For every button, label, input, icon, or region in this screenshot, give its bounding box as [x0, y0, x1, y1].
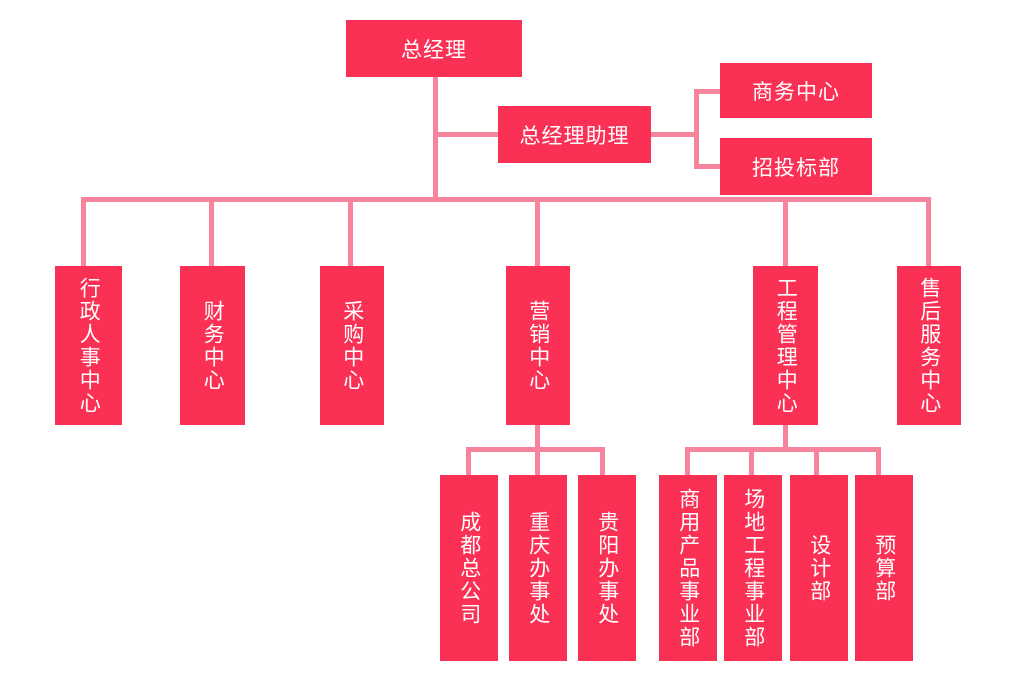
- node-budget-dept[interactable]: 预算部: [855, 475, 913, 661]
- connector-drop-admin-hr: [81, 197, 86, 267]
- connector-drop-engineering: [783, 197, 788, 267]
- connector-drop-guiyang: [600, 447, 605, 477]
- node-purchasing-center[interactable]: 采购中心: [320, 266, 384, 425]
- node-general-manager[interactable]: 总经理: [346, 20, 522, 77]
- node-gm-assistant[interactable]: 总经理助理: [498, 106, 651, 163]
- connector-engineering-bar: [685, 447, 881, 452]
- node-aftersales-center[interactable]: 售后服务中心: [897, 266, 961, 425]
- node-admin-hr-center[interactable]: 行政人事中心: [55, 266, 122, 425]
- connector-gm-to-assistant: [437, 132, 499, 137]
- connector-engineering-stem: [783, 424, 788, 450]
- connector-drop-chongqing: [535, 447, 540, 477]
- connector-drop-purchasing: [348, 197, 353, 267]
- connector-marketing-stem: [535, 424, 540, 450]
- connector-drop-marketing: [535, 197, 540, 267]
- connector-assistant-out: [650, 132, 698, 137]
- connector-bracket-to-business-center: [694, 89, 724, 94]
- connector-drop-finance: [209, 197, 214, 267]
- node-chongqing-office[interactable]: 重庆办事处: [509, 475, 567, 661]
- node-business-center[interactable]: 商务中心: [720, 63, 872, 118]
- connector-drop-commercial-product: [685, 447, 690, 477]
- node-site-engineering-div[interactable]: 场地工程事业部: [724, 475, 782, 661]
- connector-assistant-bracket: [694, 89, 699, 169]
- connector-gm-stem: [433, 76, 438, 199]
- node-bidding-dept[interactable]: 招投标部: [720, 138, 872, 195]
- connector-drop-site-engineering: [749, 447, 754, 477]
- connector-main-trunk: [81, 197, 931, 202]
- node-chengdu-head-office[interactable]: 成都总公司: [440, 475, 498, 661]
- node-marketing-center[interactable]: 营销中心: [506, 266, 570, 425]
- connector-drop-design: [814, 447, 819, 477]
- node-design-dept[interactable]: 设计部: [790, 475, 848, 661]
- node-engineering-mgmt-center[interactable]: 工程管理中心: [753, 266, 818, 425]
- node-finance-center[interactable]: 财务中心: [180, 266, 245, 425]
- connector-bracket-to-bidding-dept: [694, 164, 724, 169]
- node-commercial-product-div[interactable]: 商用产品事业部: [659, 475, 717, 661]
- node-guiyang-office[interactable]: 贵阳办事处: [578, 475, 636, 661]
- connector-drop-budget: [876, 447, 881, 477]
- connector-drop-chengdu: [466, 447, 471, 477]
- connector-drop-aftersales: [926, 197, 931, 267]
